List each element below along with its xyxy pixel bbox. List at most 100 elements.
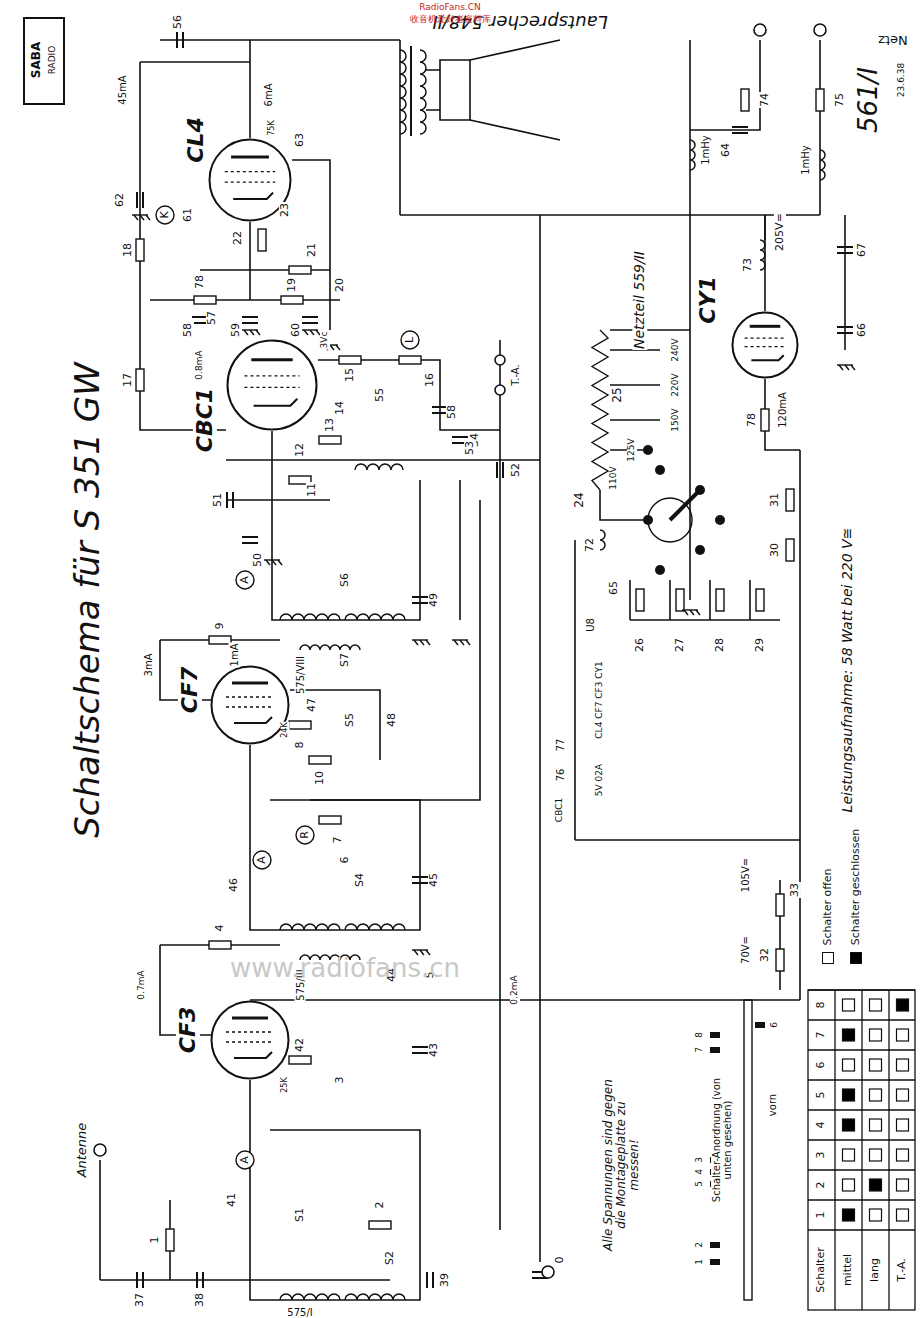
ground-symbol [837,365,855,370]
callout-circle [296,826,314,844]
coil-symbol [300,645,360,650]
resistor-symbol [136,239,144,261]
callout-number: 67 [856,242,868,258]
ground-symbol [132,215,150,220]
brand: RADIO [48,45,58,76]
resistor-symbol [741,89,749,111]
callout-number: 19 [286,277,298,293]
wire [499,340,501,1230]
callout-number: 66 [856,322,868,338]
callout-number: 2 [374,1201,386,1210]
switch-contact [710,1259,720,1265]
callout-number: 24 [573,491,586,508]
capacitor-symbol [732,127,748,133]
switch-state-cell [897,1119,909,1131]
callout-number: 57 [206,310,218,326]
callout-number: 8 [294,741,306,750]
voltage: 70V= [740,935,751,965]
resistor-symbol [776,949,784,971]
current: 1mA [229,643,240,668]
switch-state-cell [843,999,855,1011]
selector-contact [715,515,725,525]
callout-number: 3 [334,1076,346,1085]
voltage: 105V= [740,857,751,893]
legend-swatch [850,952,862,964]
tube-name: CF3 [176,1006,200,1054]
resistor-symbol [166,1229,174,1251]
switch-contact [710,1032,720,1038]
callout-number: 43 [428,1042,440,1058]
switch-state-cell [897,1089,909,1101]
callout-number: 45 [428,872,440,888]
tube-envelope [210,665,290,745]
resistor-symbol [319,436,341,444]
wire [574,540,576,840]
note: Leistungsaufnahme: 58 Watt bei 220 V≅ [840,527,855,814]
switch-state-cell [843,1179,855,1191]
current: 0.2mA [510,974,520,1005]
wire [689,40,691,600]
model-number: 561/I [854,66,883,134]
resistor-symbol [339,356,361,364]
contact-number: 7 [695,1046,705,1054]
resistor-symbol [761,409,769,431]
table-cell: 2 [815,1181,827,1190]
callout-number: 50 [252,552,264,568]
callout-number: 59 [230,322,242,338]
callout-number: 26 [634,637,646,653]
callout-number: 27 [674,637,686,653]
note: Schalter-Anordnung (von unten gesehen) [711,1069,733,1211]
callout-number: 64 [720,142,732,158]
switch-state-cell [843,1029,855,1041]
selector-contact [655,565,665,575]
callout-number: 62 [114,192,126,208]
selector-contact [643,445,653,455]
callout-number: 75K [268,119,277,136]
wire [290,690,380,760]
table-cell: 6 [815,1061,827,1070]
callout-number: S2 [384,1250,396,1266]
switch-state-cell [843,1059,855,1071]
callout-number: 7 [332,836,344,845]
callout-number: 41 [226,1192,238,1208]
legend-text: Schalter offen [822,867,834,946]
callout-number: A [239,575,251,585]
voltage: 240V [671,337,681,362]
wire [271,431,273,540]
callout-number: 42 [294,1037,306,1053]
callout-number: 24K [281,721,290,738]
switch-state-cell [870,1179,882,1191]
value: 1mHy [800,144,811,176]
wire [610,419,660,421]
callout-number: A [256,855,268,865]
wire [318,360,500,430]
capacitor-symbol [137,1272,143,1288]
current: 45mA [117,74,128,105]
wire [160,39,400,41]
tube: CBC1 [226,339,318,431]
switch-state-cell [843,1089,855,1101]
callout-number: 10 [314,770,326,786]
callout-number: 12 [294,442,306,458]
switch-state-cell [897,1179,909,1191]
terminal-label: Antenne [75,1122,89,1179]
coil-symbol [355,464,403,470]
tube-name: CY1 [696,275,720,324]
legend-swatch [822,952,834,964]
tube-envelope [226,339,318,431]
capacitor-symbol [837,247,853,253]
switch-state-cell [843,1149,855,1161]
wire [399,40,401,215]
wire [600,490,648,520]
wire [310,500,480,800]
switch-state-cell [843,1119,855,1131]
tube-name: CF7 [178,666,202,714]
wire [249,222,251,300]
ground-symbol [412,640,430,645]
callout-number: 49 [428,592,440,608]
table-cell: Schalter [815,1246,827,1293]
wire [669,580,671,620]
callout-number: 4 [214,924,226,933]
terminal [754,24,766,36]
part-name: Netz [877,33,909,47]
